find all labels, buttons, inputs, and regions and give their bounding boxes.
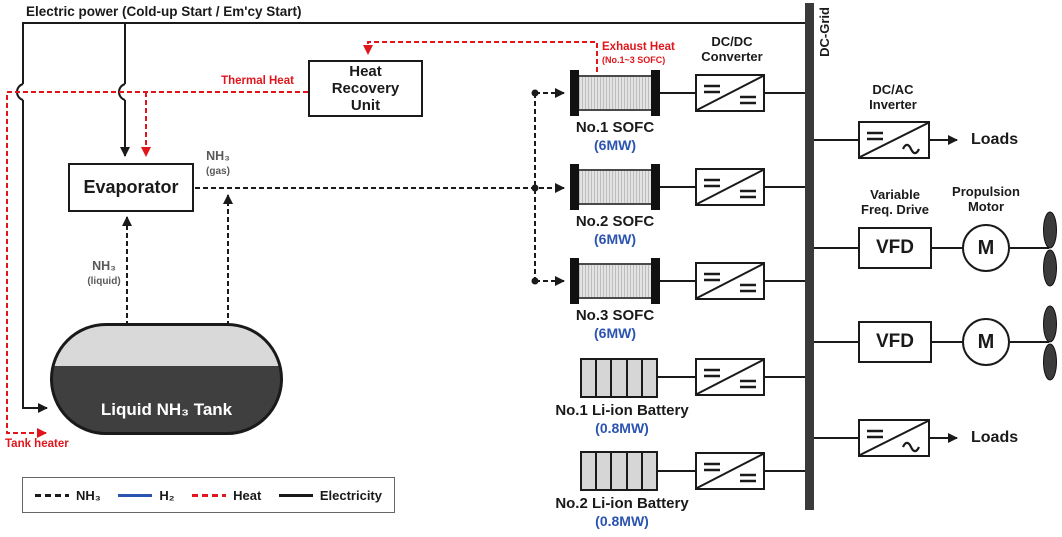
- dc-grid-label: DC-Grid: [817, 7, 832, 57]
- dcac-inverter-2-icon: [858, 419, 930, 457]
- nh3-gas-label: NH₃ (gas): [206, 149, 230, 177]
- battery-2-icon: [580, 451, 658, 491]
- exhaust-heat-sub-label: (No.1~3 SOFC): [602, 55, 666, 65]
- legend-item-electricity: Electricity: [278, 488, 382, 503]
- sofc-2-name: No.2 SOFC: [575, 213, 655, 230]
- legend-item-heat: Heat: [192, 488, 261, 503]
- vfd-1-box: VFD: [858, 227, 932, 269]
- legend-item-h2: H₂: [118, 488, 175, 503]
- heat-line-sample: [192, 493, 227, 497]
- dcdc-converter-2-icon: [695, 168, 765, 206]
- tank-label: Liquid NH₃ Tank: [100, 400, 233, 419]
- nh3-liquid-label: NH₃ (liquid): [87, 259, 121, 287]
- legend-item-nh3: NH₃: [35, 488, 101, 503]
- battery-1-power: (0.8MW): [595, 420, 649, 436]
- battery-1-name: No.1 Li-ion Battery: [555, 402, 689, 419]
- battery-2-name: No.2 Li-ion Battery: [555, 495, 689, 512]
- propeller-1-icon: [1043, 211, 1057, 287]
- vfd-2-box: VFD: [858, 321, 932, 363]
- loads-label-1: Loads: [971, 131, 1019, 148]
- motor-1: M: [962, 224, 1010, 272]
- battery-2-power: (0.8MW): [595, 513, 649, 529]
- motor-2: M: [962, 318, 1010, 366]
- sofc-1-name: No.1 SOFC: [575, 119, 655, 136]
- dcdc-converter-1-icon: [695, 74, 765, 112]
- nh3-line-sample: [35, 493, 69, 497]
- legend: NH₃ H₂ Heat Electricity: [22, 477, 395, 513]
- diagram-title: Electric power (Cold-up Start / Em'cy St…: [26, 4, 302, 19]
- heat-recovery-unit-box: Heat Recovery Unit: [308, 60, 423, 117]
- loads-label-2: Loads: [971, 429, 1019, 446]
- electricity-line-sample: [278, 493, 313, 497]
- tank-heater-label: Tank heater: [5, 438, 69, 450]
- sofc-2-power: (6MW): [594, 231, 636, 247]
- evaporator-box: Evaporator: [68, 163, 194, 212]
- tank-gas-space: [53, 326, 280, 366]
- h2-line-sample: [118, 493, 153, 497]
- liquid-nh3-tank: Liquid NH₃ Tank: [50, 323, 283, 435]
- dcdc-converter-3-icon: [695, 262, 765, 300]
- exhaust-heat-label: Exhaust Heat: [602, 41, 675, 53]
- dcac-inverter-1-icon: [858, 121, 930, 159]
- sofc-1-power: (6MW): [594, 137, 636, 153]
- sofc-stack-2-icon: [570, 164, 660, 210]
- dc-grid-bus: [805, 3, 814, 510]
- sofc-stack-3-icon: [570, 258, 660, 304]
- thermal-heat-label: Thermal Heat: [221, 75, 294, 87]
- dcdc-converter-5-icon: [695, 452, 765, 490]
- propeller-2-icon: [1043, 305, 1057, 381]
- sofc-stack-1-icon: [570, 70, 660, 116]
- junction-dots: [531, 89, 539, 285]
- sofc-3-power: (6MW): [594, 325, 636, 341]
- battery-1-icon: [580, 358, 658, 398]
- sofc-3-name: No.3 SOFC: [575, 307, 655, 324]
- dcdc-converter-4-icon: [695, 358, 765, 396]
